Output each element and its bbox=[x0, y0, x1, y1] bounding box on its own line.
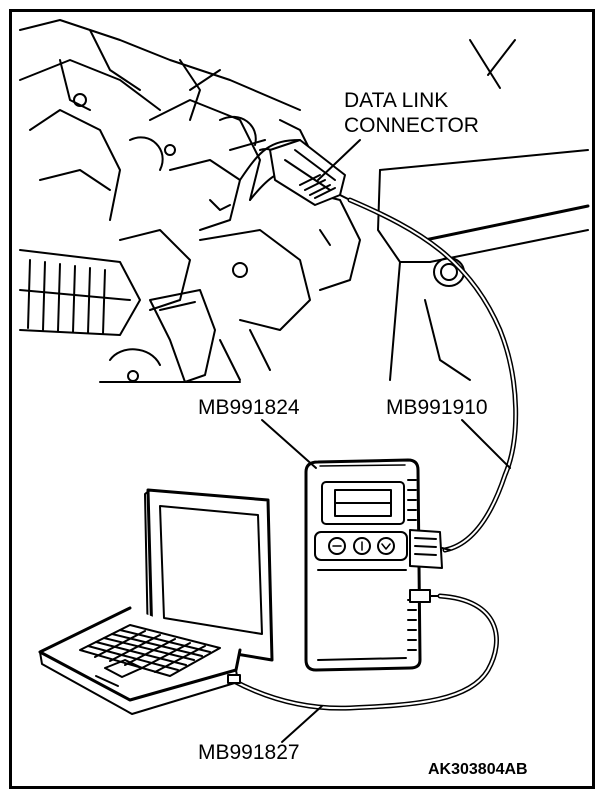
data-link-connector-plug bbox=[269, 139, 351, 206]
data-link-connector-label-line2: CONNECTOR bbox=[344, 114, 479, 137]
leader-mb991910 bbox=[461, 419, 511, 469]
laptop-computer bbox=[38, 488, 274, 715]
connector-leader-line bbox=[317, 139, 361, 181]
data-link-connector-label: DATA LINK CONNECTOR bbox=[344, 88, 479, 138]
vehicle-dashboard-illustration bbox=[19, 19, 590, 383]
leader-mb991827 bbox=[281, 705, 323, 743]
usb-cable-label: MB991827 bbox=[198, 741, 300, 764]
data-link-connector-label-line1: DATA LINK bbox=[344, 89, 449, 112]
figure-code: AK303804AB bbox=[428, 761, 528, 778]
scan-tool-label: MB991824 bbox=[198, 396, 300, 419]
leader-mb991824 bbox=[261, 419, 317, 469]
cable-mb991910-label: MB991910 bbox=[386, 396, 488, 419]
figure-frame bbox=[9, 9, 595, 789]
scan-tool-device bbox=[304, 458, 451, 672]
